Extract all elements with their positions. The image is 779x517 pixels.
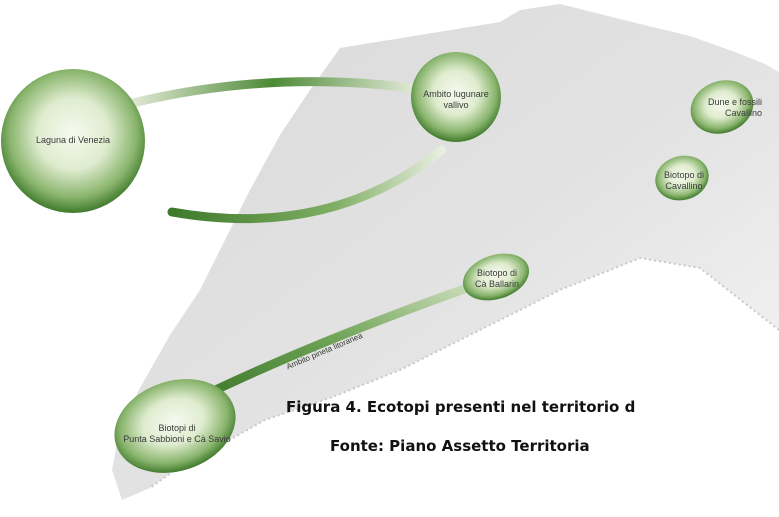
connector-bottom [167, 145, 447, 224]
node-ca-ballarin [462, 253, 530, 301]
label-dune-fossili: Dune e fossili Cavallino [707, 97, 762, 118]
node-dune-fossili [690, 80, 754, 134]
connector-top [128, 77, 417, 108]
corridor-band [200, 282, 475, 400]
coastline-shape [149, 256, 779, 489]
node-punta-sabbioni [114, 379, 236, 473]
node-ambito-lagunare [411, 52, 501, 142]
label-ca-ballarin: Biotopo di Cà Ballarin [474, 268, 520, 289]
label-punta-sabbioni: Biotopi di Punta Sabbioni e Cà Savio [123, 423, 231, 444]
node-laguna-di-venezia [1, 69, 145, 213]
node-biotopo-cavallino [655, 155, 709, 201]
figure-caption: Figura 4. Ecotopi presenti nel territori… [286, 398, 636, 416]
landmass-shape [112, 4, 779, 500]
label-ambito-lagunare: Ambito lugunare vallivo [423, 89, 489, 110]
figure-source: Fonte: Piano Assetto Territoria [330, 437, 590, 455]
label-laguna-di-venezia: Laguna di Venezia [35, 135, 111, 145]
label-biotopo-cavallino: Biotopo di Cavallino [663, 170, 705, 191]
